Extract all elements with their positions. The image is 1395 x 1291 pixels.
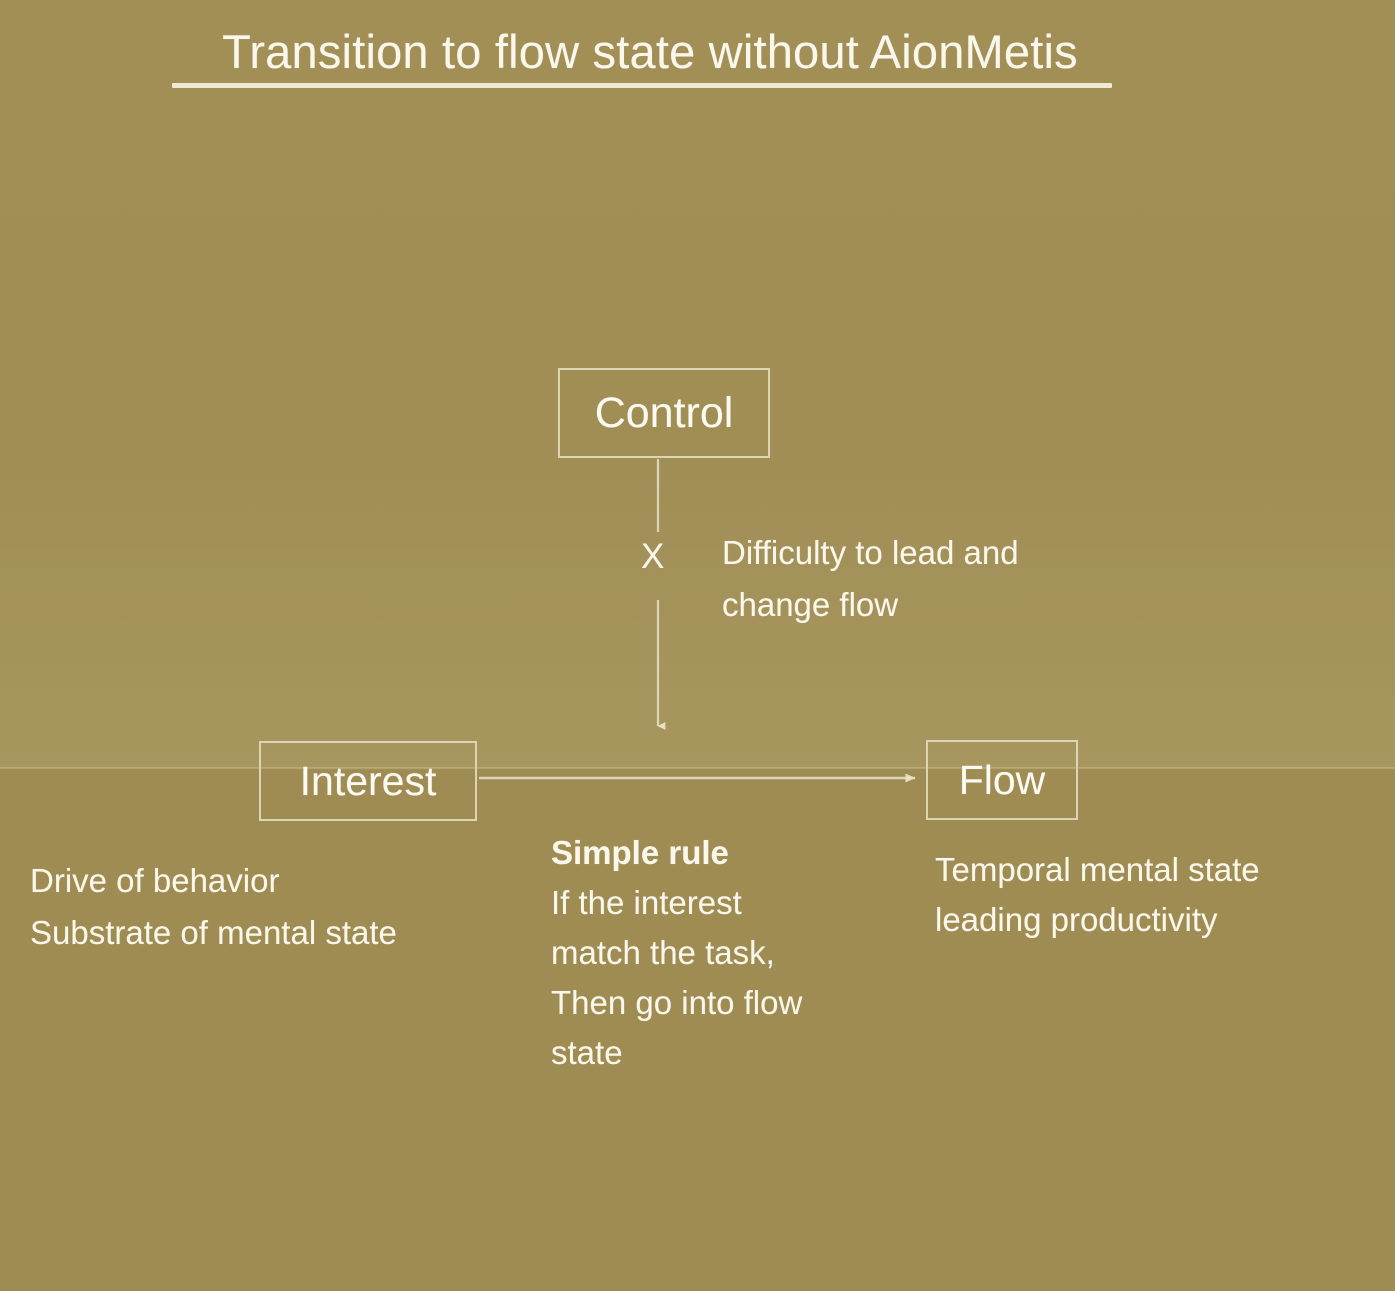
control-connector-note: Difficulty to lead and change flow: [722, 527, 1122, 631]
node-control[interactable]: Control: [558, 368, 770, 458]
background-seam-line: [0, 767, 1395, 769]
node-control-label: Control: [594, 388, 734, 437]
slide-title: Transition to flow state without AionMet…: [222, 25, 1078, 78]
flow-annotation-line-1: Temporal mental state: [935, 851, 1260, 888]
simple-rule-line-4: state: [551, 1034, 623, 1071]
interest-annotation: Drive of behavior Substrate of mental st…: [30, 855, 530, 959]
control-note-line-2: change flow: [722, 586, 899, 623]
interest-annotation-line-2: Substrate of mental state: [30, 914, 397, 951]
node-flow-label: Flow: [958, 756, 1046, 803]
title-underline: [172, 83, 1112, 88]
control-note-line-1: Difficulty to lead and: [722, 534, 1019, 571]
simple-rule-line-2: match the task,: [551, 934, 775, 971]
node-flow[interactable]: Flow: [926, 740, 1078, 820]
flow-annotation-line-2: leading productivity: [935, 901, 1218, 938]
flow-annotation: Temporal mental state leading productivi…: [935, 845, 1355, 945]
simple-rule-line-1: If the interest: [551, 884, 742, 921]
cross-marker-x: X: [641, 537, 665, 576]
node-interest-label: Interest: [299, 757, 437, 804]
simple-rule-heading: Simple rule: [551, 834, 729, 871]
simple-rule-line-3: Then go into flow: [551, 984, 803, 1021]
interest-annotation-line-1: Drive of behavior: [30, 862, 280, 899]
simple-rule-annotation: Simple rule If the interest match the ta…: [551, 828, 881, 1078]
node-interest[interactable]: Interest: [259, 741, 477, 821]
